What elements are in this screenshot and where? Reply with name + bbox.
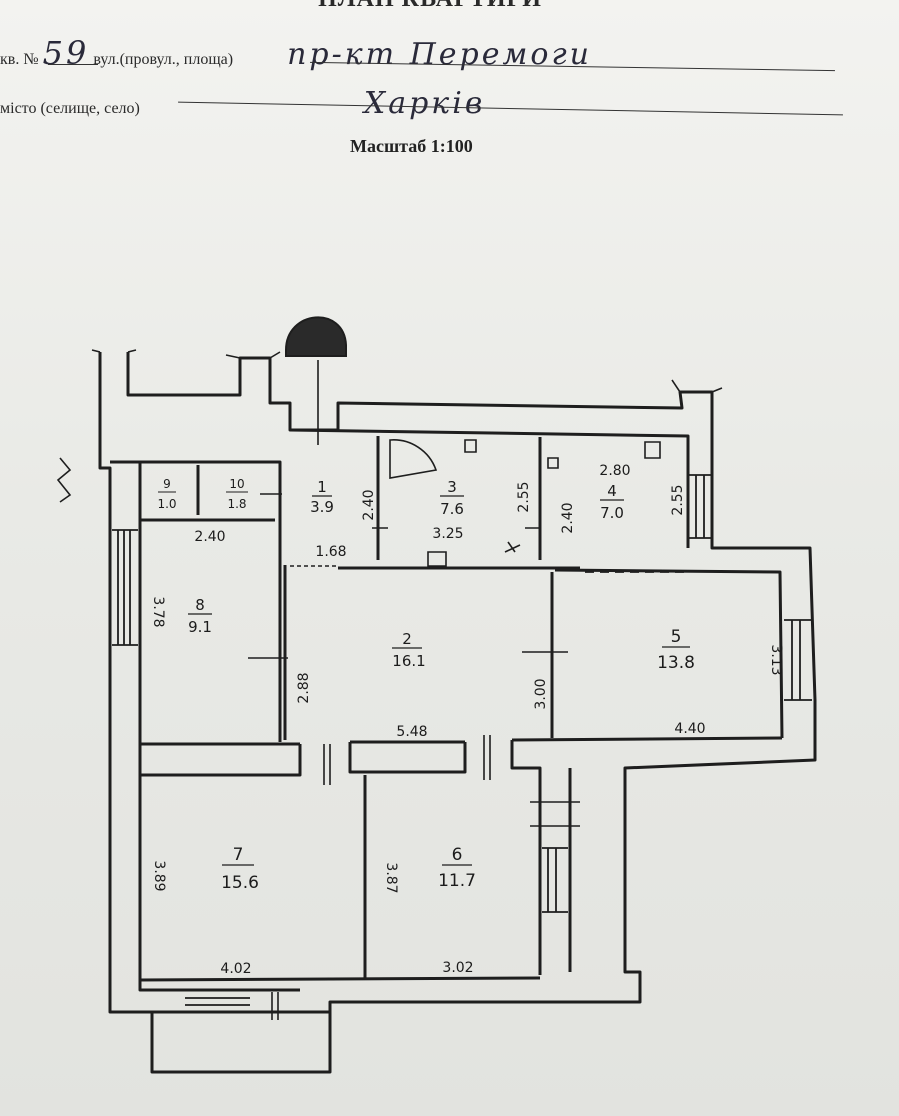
dim-room8-height: 3.78 <box>150 596 166 627</box>
room-7-number: 7 <box>233 845 244 865</box>
room-6-area: 11.7 <box>438 871 476 891</box>
door-swing <box>389 439 438 479</box>
dim-room3-height: 2.55 <box>516 481 532 512</box>
room-10-area: 1.8 <box>227 497 246 511</box>
dim-room3-width: 3.25 <box>432 526 463 542</box>
window-room6 <box>542 847 568 913</box>
room-1-area: 3.9 <box>310 498 334 516</box>
stair-mark <box>504 541 521 553</box>
chimney-symbol <box>285 316 347 357</box>
room-5-area: 13.8 <box>657 653 695 673</box>
room-7-area: 15.6 <box>221 873 259 893</box>
room-4-number: 4 <box>607 482 617 500</box>
street-value: пр-кт Перемоги <box>287 37 592 72</box>
number-underline <box>48 64 98 65</box>
room-3-number: 3 <box>447 478 457 496</box>
wall-break-marks <box>56 349 723 503</box>
fixtures <box>427 439 661 567</box>
room-6-number: 6 <box>452 845 463 865</box>
dim-room2-height: 2.88 <box>296 672 312 703</box>
dim-room2-width: 5.48 <box>396 724 427 740</box>
window-room7 <box>185 989 250 1013</box>
street-label: вул.(провул., площа) <box>93 51 234 68</box>
door-marks <box>271 735 491 1020</box>
dim-room5-width: 4.40 <box>674 721 705 737</box>
room-8-area: 9.1 <box>188 618 212 636</box>
dim-room6-width: 3.02 <box>442 960 473 976</box>
room-10-number: 10 <box>229 477 244 491</box>
room-3-area: 7.6 <box>440 500 464 518</box>
dim-room4-left-height: 2.40 <box>560 502 576 533</box>
dim-room6-height: 3.87 <box>383 862 399 893</box>
room-5-number: 5 <box>671 627 682 647</box>
middle-wall <box>140 736 783 746</box>
lower-top-wall <box>140 740 542 975</box>
room-9-number: 9 <box>163 477 171 491</box>
top-inner-wall <box>289 428 690 548</box>
address-city-line: місто (селище, село) Харків <box>0 86 485 121</box>
room-8-number: 8 <box>195 596 205 614</box>
apartment-number: 59 <box>42 34 90 72</box>
dim-closet-width: 2.40 <box>194 529 225 545</box>
address-street-line: кв. № 59 вул.(провул., площа) пр-кт Пере… <box>0 34 592 72</box>
closet-wall <box>110 460 282 742</box>
dim-room4-width: 2.80 <box>599 463 630 479</box>
lower-bottom-wall <box>139 976 541 982</box>
door-ticks <box>248 493 580 827</box>
dim-room4-right-height: 2.55 <box>670 484 686 515</box>
room-9-area: 1.0 <box>157 497 176 511</box>
document-title: ПЛАН КВАРТИРИ <box>0 0 860 13</box>
apartment-prefix: кв. № <box>0 51 39 68</box>
room5-wall <box>554 568 784 739</box>
dim-room2-right-height: 3.00 <box>533 678 549 709</box>
dim-room7-width: 4.02 <box>220 961 251 977</box>
dim-room5-height: 3.13 <box>768 644 784 675</box>
dim-passage-width: 1.68 <box>315 544 346 560</box>
balcony-outline <box>150 1012 332 1074</box>
room-1-number: 1 <box>317 478 327 496</box>
window-room8 <box>112 529 138 646</box>
outer-wall <box>98 352 817 1014</box>
room-2-area: 16.1 <box>392 652 425 670</box>
window-room4 <box>688 474 712 539</box>
scale-label: Масштаб 1:100 <box>350 136 473 156</box>
city-value: Харків <box>363 86 486 121</box>
room-4-area: 7.0 <box>600 504 624 522</box>
dim-corridor-vertical: 2.40 <box>361 489 377 520</box>
dim-room7-height: 3.89 <box>151 860 167 891</box>
window-room5 <box>784 619 812 701</box>
room-2-number: 2 <box>402 630 412 648</box>
city-label: місто (селище, село) <box>0 100 140 117</box>
